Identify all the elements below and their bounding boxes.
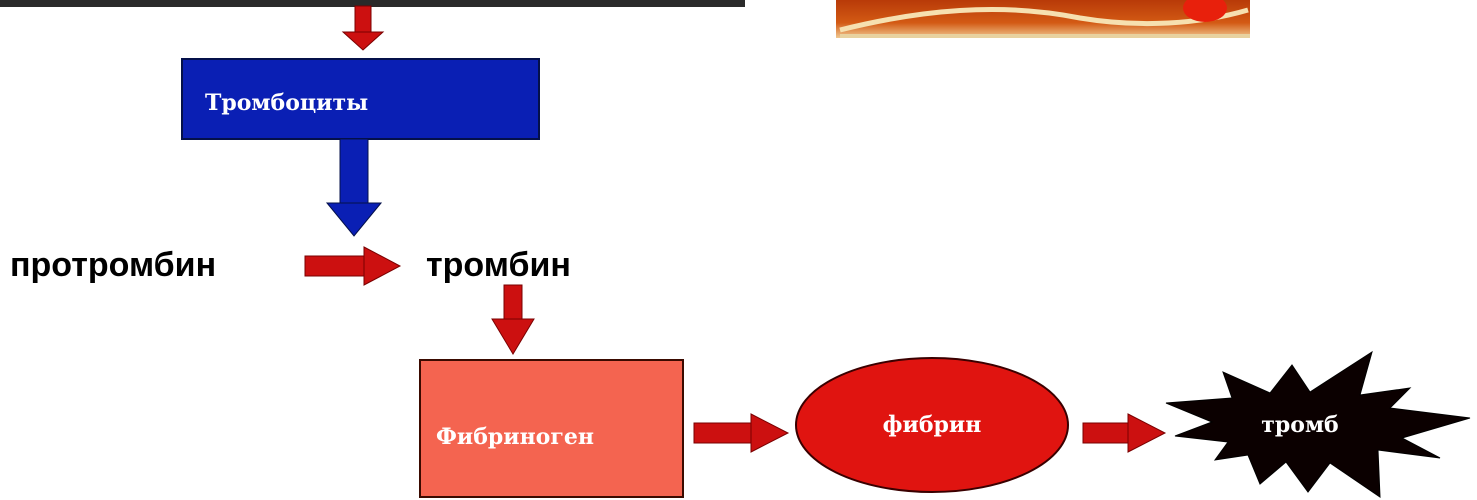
fibrinogen-node: Фибриноген (419, 359, 684, 498)
fibrin-ellipse (795, 357, 1069, 493)
arrow-right-fibrin (1082, 413, 1167, 453)
arrow-down-blue (325, 138, 383, 237)
fibrinogen-box (419, 359, 684, 498)
fibrin-label: фибрин (883, 412, 982, 438)
fibrin-node: фибрин (795, 357, 1069, 493)
platelets-node: Тромбоциты (181, 58, 540, 140)
cropped-text-fragment (0, 0, 745, 7)
prothrombin-label: протромбин (10, 246, 216, 284)
arrow-down-top (341, 5, 385, 51)
thrombus-starburst (1165, 350, 1471, 498)
arrow-right-fibrinogen (693, 413, 790, 453)
platelets-label: Тромбоциты (205, 90, 368, 116)
fibrinogen-label: Фибриноген (436, 424, 594, 450)
cropped-blood-vessel-image (836, 0, 1250, 38)
thrombus-node: тромб (1165, 350, 1471, 498)
arrow-down-thrombin (491, 284, 535, 355)
arrow-right-prothrombin (304, 246, 402, 286)
thrombin-label: тромбин (426, 246, 571, 284)
thrombus-label: тромб (1261, 412, 1338, 438)
platelets-box (181, 58, 540, 140)
